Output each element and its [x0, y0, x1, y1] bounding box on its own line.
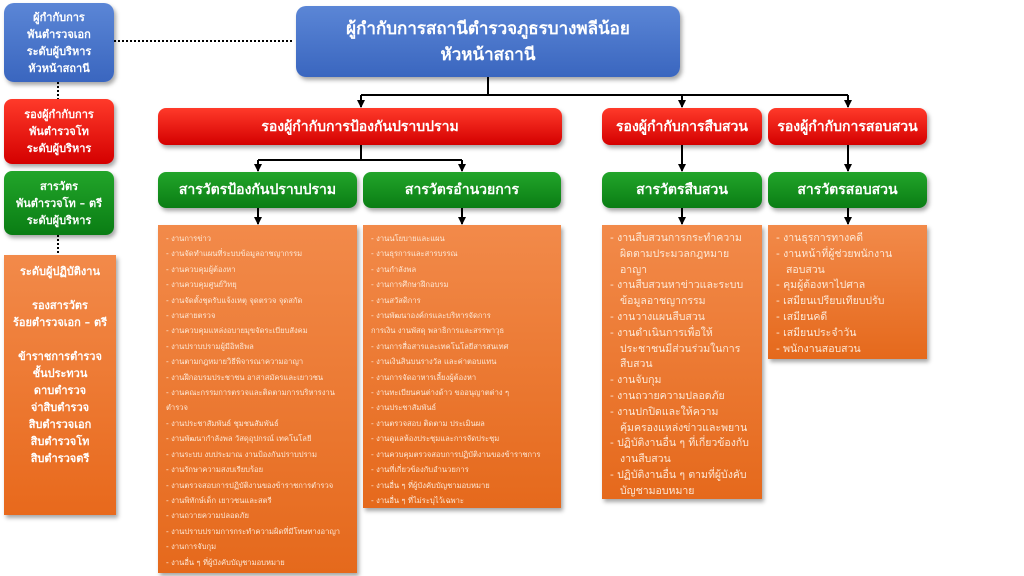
deputy-prevention-box: รองผู้กำกับการป้องกันปราบปราม — [158, 108, 562, 145]
duty-item: - งานควบคุมตรวจสอบการปฏิบัติงานของข้าราช… — [371, 449, 541, 459]
duty-item: - งานปราบปรามการกระทำความผิดที่มีโทษทางอ… — [166, 526, 341, 536]
inspector-investigation-box: สารวัตรสืบสวน — [602, 172, 762, 208]
duty-item: - งานควบคุมศูนย์วิทยุ — [166, 280, 237, 290]
legend-line: ร้อยตำรวจเอก – ตรี — [12, 316, 108, 329]
duties-investigation-list: - งานสืบสวนการกระทำความผิดตามประมวลกฎหมา… — [602, 225, 762, 499]
duty-item: - งานที่เกี่ยวข้องกับอำนวยการ — [371, 465, 469, 475]
duty-item: - งานควบคุมแหล่งอบายมุขจัดระเบียบสังคม — [166, 326, 308, 336]
duty-item: ตำรวจ — [166, 403, 188, 413]
duty-item: - เสมียนประจำวัน — [776, 326, 857, 339]
duty-item: - งานพัฒนาองค์กรและบริหารจัดการ — [371, 311, 491, 321]
inspector-inquiry-box: สารวัตรสอบสวน — [768, 172, 927, 208]
duty-item: - งานถวายความปลอดภัย — [166, 511, 249, 521]
duty-item: - งานตามกฎหมายวิธีพิจารณาความอาญา — [166, 357, 304, 367]
legend-line: สิบตำรวจตรี — [30, 452, 90, 465]
duties-prevention-list: - งานการข่าว - งานจัดทำแผนที่ระบบข้อมูลอา… — [158, 225, 357, 573]
duty-item: - งานถวายความปลอดภัย — [610, 389, 725, 402]
duty-item: - งานจัดทำแผนที่ระบบข้อมูลอาชญากรรม — [166, 249, 303, 259]
duty-item: - ปฏิบัติงานอื่น ๆ ที่เกี่ยวข้องกับงานสื… — [610, 437, 749, 466]
duty-item: - งานพัฒนากำลังพล วัสดุอุปกรณ์ เทคโนโลยี — [166, 434, 312, 444]
legend-line: พันตำรวจโท – ตรี — [16, 196, 102, 210]
duty-item: - งานจับกุม — [610, 374, 662, 387]
legend-line: พันตำรวจโท — [29, 125, 89, 138]
station-commander-subtitle: หัวหน้าสถานี — [440, 44, 536, 65]
legend-level-commander: ผู้กำกับการพันตำรวจเอกระดับผู้บริหารหัวห… — [4, 3, 114, 82]
legend-line: ข้าราชการตำรวจ — [18, 350, 102, 363]
duty-item: - งานอื่น ๆ ที่ไม่ระบุไว้เฉพาะ — [371, 495, 464, 505]
legend-line: ดาบตำรวจ — [33, 384, 87, 397]
duty-item: - งานการศึกษาฝึกอบรม — [371, 280, 449, 290]
duty-item: - งานอื่น ๆ ที่ผู้บังคับบัญชามอบหมาย — [371, 480, 490, 490]
duty-item: - งานระบบ งบประมาณ งานป้องกันปราบปราม — [166, 449, 317, 459]
duty-item: - งานเงินสินบนรางวัล และค่าตอบแทน — [371, 357, 497, 367]
legend-line: ระดับผู้บริหาร — [26, 44, 92, 58]
duty-item: - คุมผู้ต้องหาไปศาล — [776, 279, 866, 292]
duty-item: - งานนโยบายและแผน — [371, 234, 445, 243]
duty-item: - งานการจับกุม — [166, 542, 217, 552]
duty-item: - งานธุรการและสารบรรณ — [371, 249, 458, 259]
legend-line: จ่าสิบตำรวจ — [30, 401, 90, 414]
legend-line: รองสารวัตร — [32, 299, 88, 312]
duty-item: - งานวางแผนสืบสวน — [610, 310, 705, 323]
legend-line: ระดับผู้บริหาร — [26, 142, 92, 155]
duty-item: - งานรักษาความสงบเรียบร้อย — [166, 465, 264, 475]
duty-item: - เสมียนคดี — [776, 310, 828, 323]
duties-administration-list: - งานนโยบายและแผน - งานธุรการและสารบรรณ - … — [363, 225, 561, 508]
duty-item: - งานทะเบียนคนต่างด้าว ขออนุญาตต่าง ๆ — [371, 388, 510, 398]
legend-line: ชั้นประทวน — [32, 367, 88, 380]
duty-item: - งานสวัสดิการ — [371, 295, 421, 305]
duty-item: - งานจัดตั้งชุดรับแจ้งเหตุ จุดตรวจ จุดสก… — [166, 295, 303, 305]
legend-line: สิบตำรวจโท — [30, 435, 90, 448]
legend-level-inspector: สารวัตรพันตำรวจโท – ตรีระดับผู้บริหาร — [4, 171, 114, 235]
duty-item: - งานธุรการทางคดี — [776, 232, 864, 244]
legend-line: ระดับผู้บริหาร — [26, 213, 92, 227]
legend-line: ระดับผู้ปฏิบัติงาน — [20, 265, 100, 278]
duty-item: - งานคณะกรรมการตรวจและติดตามการบริหารงาน — [166, 388, 335, 398]
duty-item: - งานตรวจสอบ ติดตาม ประเมินผล — [371, 418, 485, 428]
duty-item: - ปฏิบัติงานอื่น ๆ ตามที่ผู้บังคับบัญชาม… — [610, 468, 747, 497]
deputy-inquiry-box: รองผู้กำกับการสอบสวน — [768, 108, 927, 145]
legend-line: รองผู้กำกับการ — [24, 108, 94, 121]
duty-item: การเงิน งานพัสดุ พลาธิการและสรรพาวุธ — [371, 326, 505, 336]
station-commander-box: ผู้กำกับการสถานีตำรวจภูธรบางพลีน้อย หัวห… — [296, 6, 680, 77]
duty-item: - งานดำเนินการเพื่อให้ประชาชนมีส่วนร่วมใ… — [610, 326, 741, 371]
duty-item: - งานสืบสวนหาข่าวและระบบข้อมูลอาชญากรรม — [610, 279, 744, 308]
legend-level-deputy: รองผู้กำกับการพันตำรวจโทระดับผู้บริหาร — [4, 99, 114, 164]
duty-item: - งานประชาสัมพันธ์ — [371, 403, 437, 413]
legend-line: สารวัตร — [39, 179, 79, 193]
station-commander-title: ผู้กำกับการสถานีตำรวจภูธรบางพลีน้อย — [346, 18, 630, 39]
duty-item: - พนักงานสอบสวน — [776, 342, 861, 355]
legend-level-operator: ระดับผู้ปฏิบัติงานรองสารวัตรร้อยตำรวจเอก… — [4, 255, 116, 515]
duty-item: - งานควบคุมผู้ต้องหา — [166, 264, 236, 274]
legend-line: พันตำรวจเอก — [27, 27, 91, 41]
duty-item: - งานการจัดอาหารเลี้ยงผู้ต้องหา — [371, 372, 477, 382]
legend-line: หัวหน้าสถานี — [28, 61, 90, 75]
duty-item: - งานสืบสวนการกระทำความผิดตามประมวลกฎหมา… — [610, 232, 742, 276]
duty-item: - งานประชาสัมพันธ์ ชุมชนสัมพันธ์ — [166, 418, 279, 428]
duty-item: - เสมียนเปรียบเทียบปรับ — [776, 295, 885, 308]
deputy-investigation-box: รองผู้กำกับการสืบสวน — [602, 108, 762, 145]
legend-line: สิบตำรวจเอก — [28, 418, 92, 431]
duty-item: - งานการข่าว — [166, 234, 211, 243]
duty-item: - งานตรวจสอบการปฏิบัติงานของข้าราชการตำร… — [166, 480, 334, 490]
duty-item: - งานฝึกอบรมประชาชน อาสาสมัครและเยาวชน — [166, 372, 324, 382]
duties-inquiry-list: - งานธุรการทางคดี - งานหน้าที่ผู้ช่วยพนัก… — [768, 225, 927, 359]
duty-item: - งานปกปิดและให้ความคุ้มครองแหล่งข่าวและ… — [610, 405, 748, 434]
legend-line: ผู้กำกับการ — [33, 10, 85, 24]
duty-item: - งานหน้าที่ผู้ช่วยพนักงานสอบสวน — [776, 247, 893, 276]
duty-item: - งานกำลังพล — [371, 264, 417, 274]
duty-item: - งานพิทักษ์เด็ก เยาวชนและสตรี — [166, 495, 272, 505]
inspector-prevention-box: สารวัตรป้องกันปราบปราม — [158, 172, 357, 208]
duty-item: - งานอื่น ๆ ที่ผู้บังคับบัญชามอบหมาย — [166, 557, 285, 567]
duty-item: - งานดูแลห้องประชุมและการจัดประชุม — [371, 434, 500, 444]
duty-item: - งานการสื่อสารและเทคโนโลยีสารสนเทศ — [371, 341, 509, 351]
inspector-administration-box: สารวัตรอำนวยการ — [363, 172, 561, 208]
duty-item: - งานปราบปรามผู้มีอิทธิพล — [166, 341, 254, 351]
duty-item: - งานสายตรวจ — [166, 311, 216, 321]
